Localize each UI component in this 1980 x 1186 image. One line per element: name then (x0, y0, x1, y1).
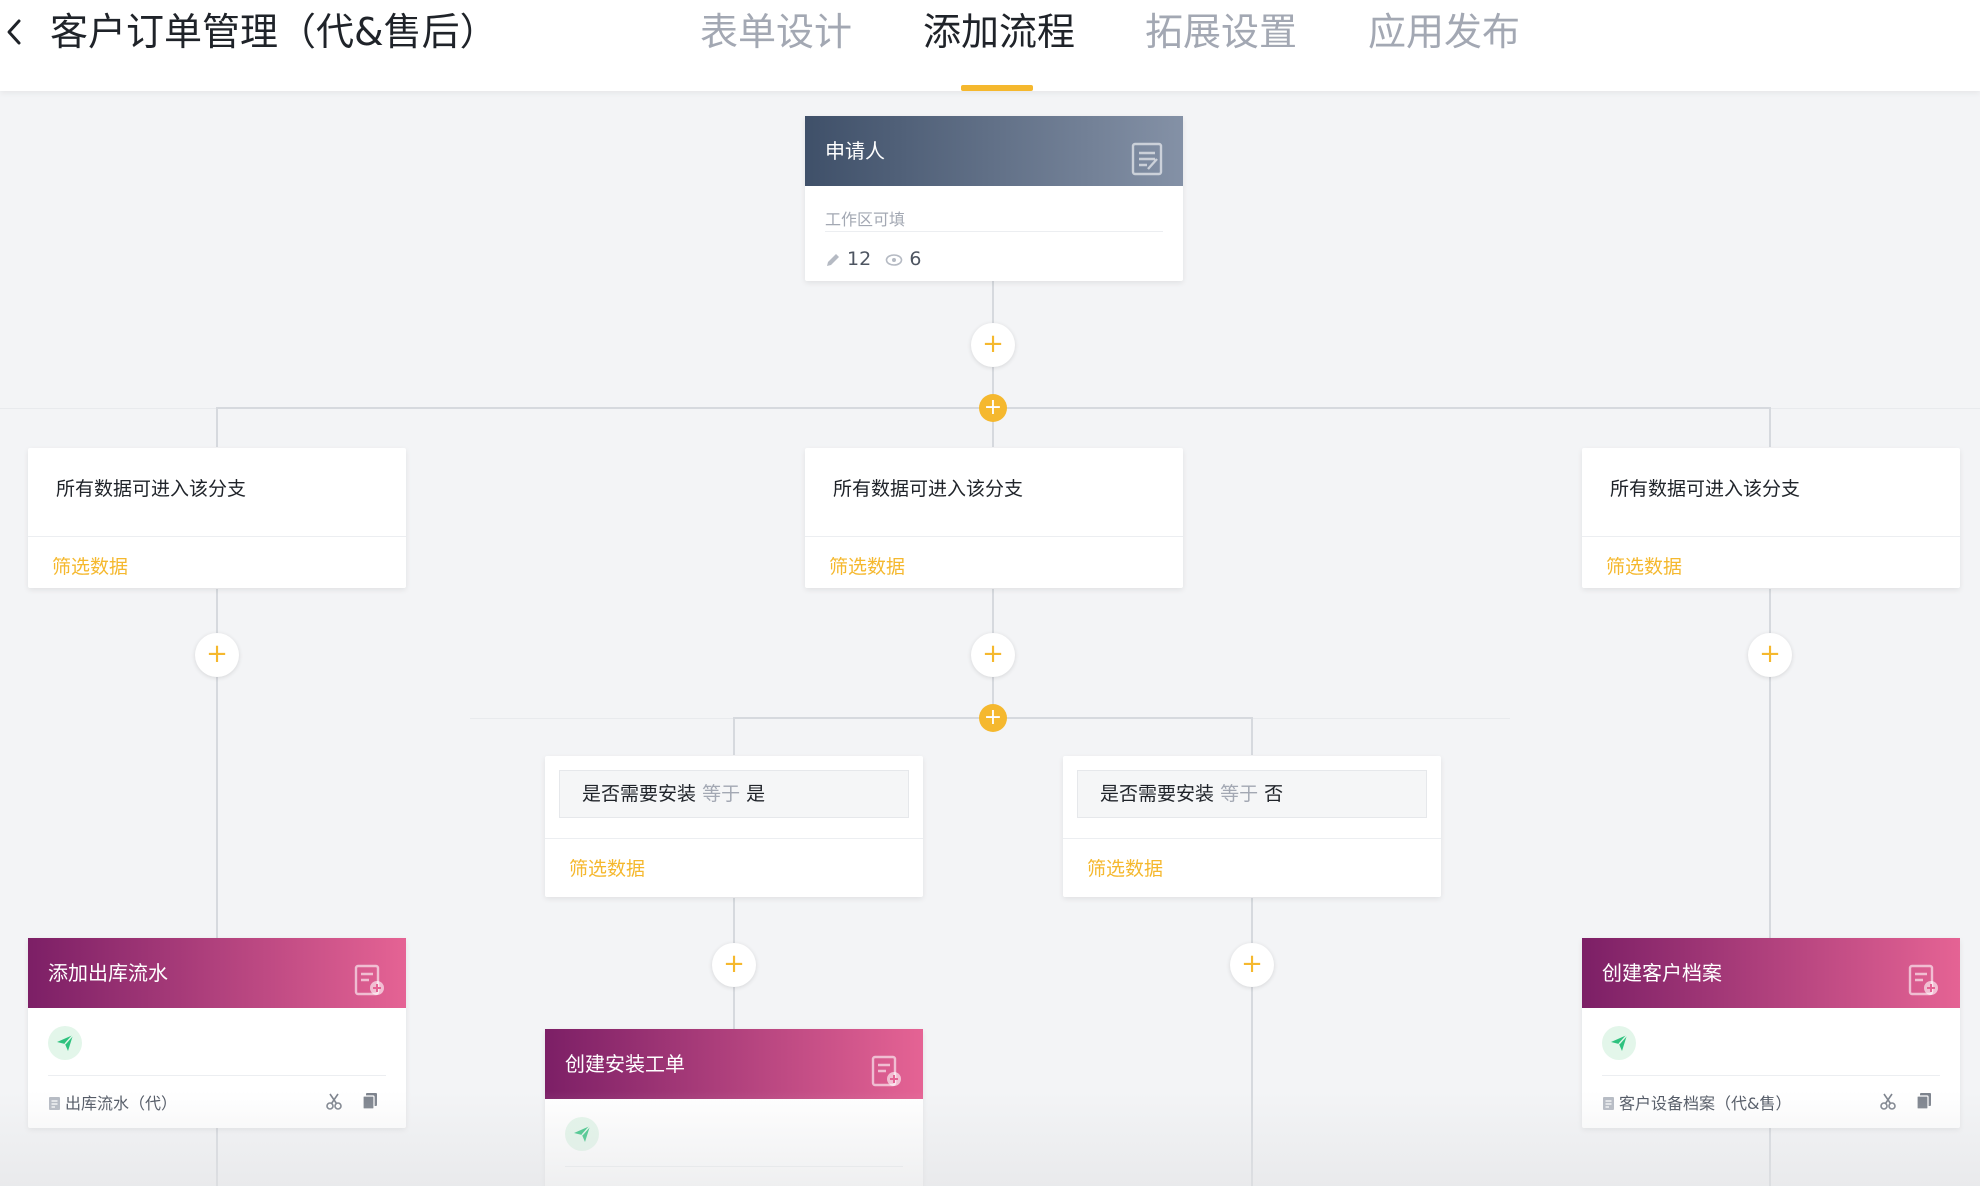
form-icon (48, 1094, 65, 1113)
active-tab-indicator (961, 85, 1033, 91)
cut-icon[interactable] (1879, 1092, 1897, 1114)
add-branch-button[interactable]: + (979, 394, 1007, 422)
sub-branch-condition-card[interactable]: 是否需要安装 等于 是 筛选数据 (545, 756, 923, 897)
branch-condition-card[interactable]: 所有数据可进入该分支 筛选数据 (1582, 448, 1960, 588)
divider (48, 1075, 386, 1076)
connector-line (733, 717, 735, 755)
connector-line (1251, 717, 1253, 755)
connector-line (992, 407, 994, 447)
form-icon (1602, 1094, 1619, 1113)
branch-condition-card[interactable]: 所有数据可进入该分支 筛选数据 (28, 448, 406, 588)
add-node-button[interactable]: + (195, 633, 239, 677)
filter-data-link[interactable]: 筛选数据 (829, 556, 906, 578)
eye-icon (885, 248, 903, 270)
edit-count: 12 (847, 248, 872, 270)
condition-field: 是否需要安装 (1100, 783, 1215, 805)
copy-icon[interactable] (1916, 1092, 1932, 1114)
connector-line (1769, 407, 1771, 447)
tab-add-workflow[interactable]: 添加流程 (923, 10, 1076, 54)
divider (825, 231, 1163, 232)
pencil-icon (825, 248, 841, 270)
action-node-header: 创建客户档案 (1582, 938, 1960, 1008)
top-header: 客户订单管理（代&售后） 表单设计 添加流程 拓展设置 应用发布 (0, 0, 1980, 91)
add-node-button[interactable]: + (971, 323, 1015, 367)
divider (1063, 838, 1441, 839)
applicant-node-header: 申请人 (805, 116, 1183, 186)
send-icon (48, 1026, 82, 1060)
applicant-node-subtitle: 工作区可填 (825, 210, 906, 229)
add-node-button[interactable]: + (1230, 943, 1274, 987)
target-form: 出库流水（代） (48, 1090, 177, 1114)
cut-icon[interactable] (325, 1092, 343, 1114)
target-form-name: 出库流水（代） (65, 1094, 178, 1113)
add-record-icon (1908, 956, 1940, 996)
add-branch-button[interactable]: + (979, 704, 1007, 732)
action-node-title: 创建安装工单 (565, 1052, 685, 1076)
add-node-button[interactable]: + (971, 633, 1015, 677)
branch-condition-text: 所有数据可进入该分支 (1610, 478, 1801, 500)
connector-line (1769, 589, 1771, 939)
condition-rule: 是否需要安装 等于 否 (1077, 770, 1427, 818)
action-node-card[interactable]: 创建安装工单 (545, 1029, 923, 1186)
target-form-name: 客户设备档案（代&售） (1619, 1094, 1792, 1113)
action-node-header: 添加出库流水 (28, 938, 406, 1008)
node-tools (1865, 1092, 1932, 1114)
condition-operator: 等于 (1220, 783, 1259, 805)
connector-line (216, 589, 218, 939)
add-node-button[interactable]: + (1748, 633, 1792, 677)
send-icon (1602, 1026, 1636, 1060)
add-record-icon (871, 1047, 903, 1087)
tab-extension-settings[interactable]: 拓展设置 (1145, 10, 1298, 54)
sub-branch-condition-card[interactable]: 是否需要安装 等于 否 筛选数据 (1063, 756, 1441, 897)
condition-rule: 是否需要安装 等于 是 (559, 770, 909, 818)
condition-operator: 等于 (702, 783, 741, 805)
connector-line (1769, 1128, 1771, 1186)
applicant-node-card[interactable]: 申请人 工作区可填 12 6 (805, 116, 1183, 281)
copy-icon[interactable] (362, 1092, 378, 1114)
send-icon (565, 1117, 599, 1151)
field-permission-counts: 12 6 (825, 248, 921, 270)
chevron-left-icon[interactable] (2, 14, 30, 50)
action-node-title: 创建客户档案 (1602, 961, 1722, 985)
connector-line (216, 1128, 218, 1186)
form-doc-icon (1131, 134, 1163, 176)
workflow-canvas: 申请人 工作区可填 12 6 + + 所有数据可进入该分支 筛选数据 所有数据可… (0, 91, 1980, 1186)
branch-condition-text: 所有数据可进入该分支 (833, 478, 1024, 500)
tab-app-publish[interactable]: 应用发布 (1368, 10, 1521, 54)
add-record-icon (354, 956, 386, 996)
branch-condition-card[interactable]: 所有数据可进入该分支 筛选数据 (805, 448, 1183, 588)
applicant-node-title: 申请人 (825, 139, 885, 163)
divider (28, 536, 406, 537)
divider (545, 838, 923, 839)
action-node-header: 创建安装工单 (545, 1029, 923, 1099)
condition-field: 是否需要安装 (582, 783, 697, 805)
connector-line (1251, 898, 1253, 1186)
node-tools (311, 1092, 378, 1114)
filter-data-link[interactable]: 筛选数据 (569, 858, 646, 880)
condition-value: 是 (746, 783, 766, 805)
view-count: 6 (909, 248, 922, 270)
filter-data-link[interactable]: 筛选数据 (1606, 556, 1683, 578)
filter-data-link[interactable]: 筛选数据 (1087, 858, 1164, 880)
action-node-title: 添加出库流水 (48, 961, 168, 985)
target-form: 客户设备档案（代&售） (1602, 1090, 1791, 1114)
divider (805, 536, 1183, 537)
branch-condition-text: 所有数据可进入该分支 (56, 478, 247, 500)
filter-data-link[interactable]: 筛选数据 (52, 556, 129, 578)
action-node-card[interactable]: 创建客户档案 客户设备档案（代&售） (1582, 938, 1960, 1128)
divider (565, 1166, 903, 1167)
condition-value: 否 (1264, 783, 1284, 805)
app-title: 客户订单管理（代&售后） (50, 10, 498, 54)
action-node-card[interactable]: 添加出库流水 出库流水（代） (28, 938, 406, 1128)
tab-form-design[interactable]: 表单设计 (700, 10, 853, 54)
divider (1602, 1075, 1940, 1076)
add-node-button[interactable]: + (712, 943, 756, 987)
connector-line (216, 407, 218, 447)
divider (1582, 536, 1960, 537)
